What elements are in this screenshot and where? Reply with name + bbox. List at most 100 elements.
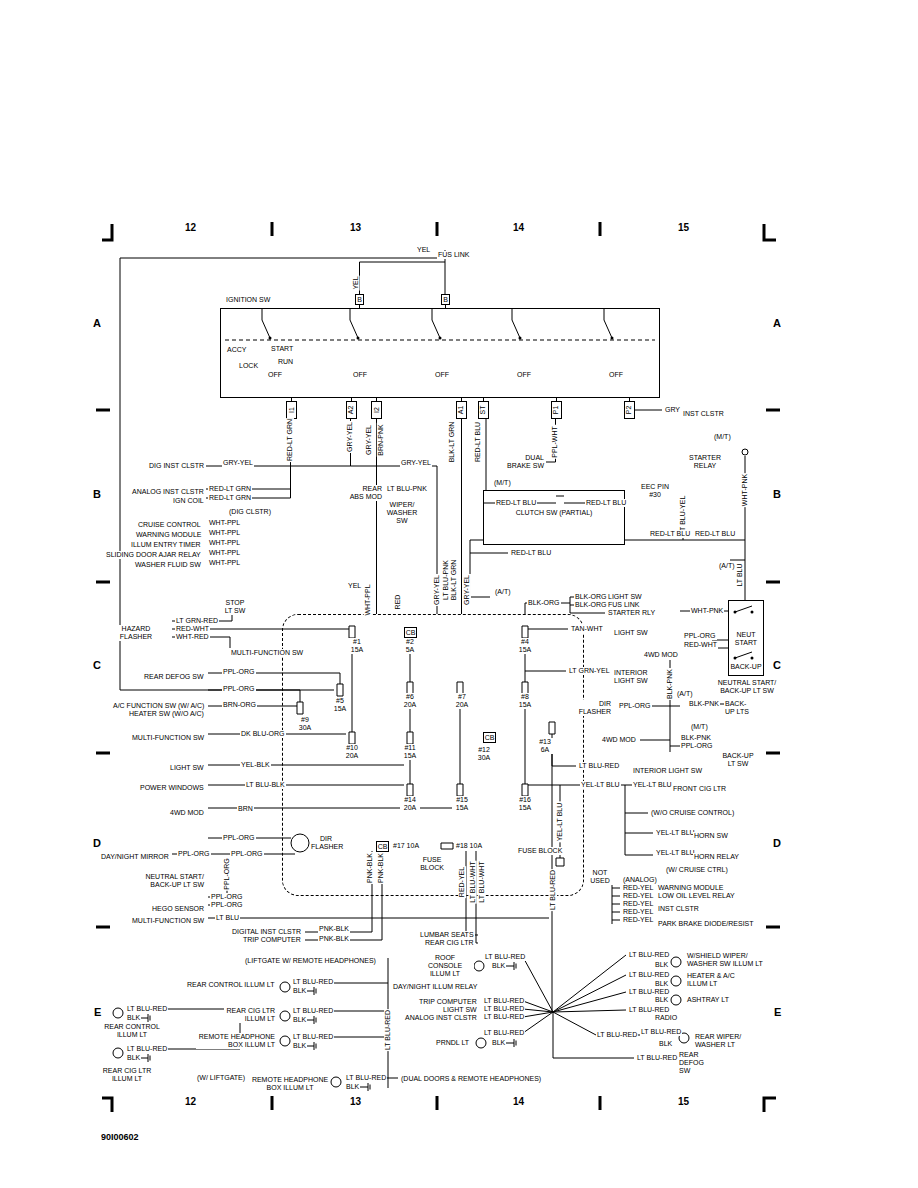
wire-label: RED-YEL xyxy=(622,892,654,900)
wire-label: RED-LT BLU xyxy=(510,549,552,557)
wire-label: ROOF CONSOLE ILLUM LT xyxy=(416,954,474,978)
wire-label: NOT USED xyxy=(587,869,613,885)
fuse-block-region: FUSE BLOCKCBCBCB xyxy=(282,614,584,896)
wire-label: (M/T) xyxy=(713,433,732,441)
wire-label: ANALOG INST CLSTR xyxy=(131,488,205,496)
terminal-box: P2 xyxy=(624,401,635,419)
wire-label: REAR ABS MOD xyxy=(347,485,383,501)
wire-label: PNK-BLK xyxy=(318,935,350,943)
wire-label: LT BLU-RED xyxy=(345,1074,387,1082)
wire-label: BLK xyxy=(654,996,669,1004)
wire-label: #4 15A xyxy=(517,638,533,654)
wire-label: RED-LT BLU xyxy=(474,421,482,463)
wire-label: PPL-ORG xyxy=(223,857,231,891)
wire-label: WHT-PPL xyxy=(208,529,241,537)
wire-label: 4WD MOD xyxy=(169,809,205,817)
grid-reference: 13 xyxy=(349,1096,362,1108)
grid-reference: D xyxy=(772,837,782,850)
wire-label: #6 20A xyxy=(402,693,418,709)
wire-label: WHT-PPL xyxy=(208,539,241,547)
wire-label: LT BLU-RED xyxy=(483,1005,525,1013)
grid-reference: B xyxy=(772,488,782,501)
terminal-box: CB xyxy=(483,732,496,743)
wire-label: #11 15A xyxy=(400,744,420,760)
wire-label: PPL-ORG xyxy=(618,702,652,710)
wire-label: TAN-WHT xyxy=(570,625,604,633)
wire-label: RED-LT BLU xyxy=(495,499,537,507)
wire-label: PNK-BLK xyxy=(377,852,385,884)
wire-label: POWER WINDOWS xyxy=(139,784,205,792)
wire-label: YEL-LT BLU xyxy=(655,829,696,837)
wire-label: BLK xyxy=(126,1014,141,1022)
wire-label: LOCK xyxy=(238,362,259,370)
wire-label: RED-WHT xyxy=(175,625,210,633)
wire-label: RED-YEL xyxy=(622,916,654,924)
wire-label: YEL-LT BLU xyxy=(632,781,673,789)
wire-label: OFF xyxy=(352,371,368,379)
wire-label: PPL-ORG xyxy=(680,742,714,750)
lamp-symbol xyxy=(113,449,748,1087)
node-label: P1 xyxy=(553,406,561,415)
node-label: P2 xyxy=(626,406,634,415)
wire-label: LIGHT SW xyxy=(613,629,649,637)
wire-label: RED-LT BLU xyxy=(649,530,691,538)
wire-label: DIR FLASHER xyxy=(310,835,342,851)
crop-mark xyxy=(102,224,776,1112)
wire-label: WHT-PPL xyxy=(364,583,372,616)
wire-label: LT BLU-RED xyxy=(483,1029,525,1037)
wire-label: #12 30A xyxy=(474,746,494,762)
wire-label: ASHTRAY LT xyxy=(686,996,730,1004)
wire-label: NEUTRAL START/ BACK-UP LT SW xyxy=(129,873,205,889)
wire-label: SLIDING DOOR AJAR RELAY xyxy=(105,551,202,559)
wire-label: REAR CONTROL ILLUM LT xyxy=(186,981,276,989)
wire-label: RED-WHT xyxy=(683,641,718,649)
wire xyxy=(120,250,745,1088)
wire-label: RED-YEL xyxy=(622,884,654,892)
wire-label: LT BLU-RED xyxy=(628,988,670,996)
node-label: CB xyxy=(406,629,416,637)
node-label: CB xyxy=(378,843,388,851)
wire-label: #8 15A xyxy=(517,693,533,709)
grid-reference: C xyxy=(772,659,782,672)
wire-label: HAZARD FLASHER xyxy=(118,625,154,641)
wire-label: #2 5A xyxy=(402,638,418,654)
terminal-box: A2 xyxy=(346,401,357,419)
wire-label: LT BLU-RED xyxy=(126,1045,168,1053)
wire-label: #14 20A xyxy=(400,796,420,812)
wire-label: BLK-ORG xyxy=(527,599,561,607)
wire-label: (W/ CRUISE CTRL) xyxy=(665,866,729,874)
wire-label: WIPER/ WASHER SW xyxy=(382,501,422,525)
wire-label: RADIO xyxy=(654,1014,678,1022)
wire-label: RED-YEL xyxy=(622,908,654,916)
wire-label: WHT-PPL xyxy=(208,519,241,527)
wire-label: 4WD MOD xyxy=(601,736,637,744)
wire-label: LT BLU-RED xyxy=(628,971,670,979)
wire-label: HORN SW xyxy=(693,832,729,840)
wire-label: GRY-YEL xyxy=(365,424,373,456)
wire-label: ILLUM ENTRY TIMER xyxy=(130,541,202,549)
grid-reference: 13 xyxy=(349,222,362,234)
wire-label: LT BLU-RED xyxy=(384,1009,392,1051)
grid-reference: D xyxy=(92,837,102,850)
grid-reference: E xyxy=(93,1006,102,1019)
wire-label: YEL xyxy=(347,582,362,590)
wire-label: RUN xyxy=(277,358,294,366)
wire-label: (M/T) xyxy=(493,479,512,487)
wire-label: RED-LT GRN xyxy=(208,494,252,502)
wire-label: LT BLU-PNK xyxy=(442,559,450,601)
wire-label: WHT-PPL xyxy=(208,549,241,557)
wire-label: LIGHT SW xyxy=(607,593,643,601)
node-label: ST xyxy=(479,406,487,415)
wire-label: INTERIOR LIGHT SW xyxy=(613,669,655,685)
wire-label: INST CLSTR xyxy=(682,410,725,418)
wire-label: RED-LT BLU xyxy=(694,530,736,538)
terminal-box: B xyxy=(355,294,364,305)
wire-label: GRY-YEL xyxy=(222,459,254,467)
wire-label: (M/T) xyxy=(690,723,709,731)
wire-label: GRY-YEL xyxy=(463,574,471,606)
wire-label: IGN COIL xyxy=(172,497,205,505)
wire-label: BLK-ORG xyxy=(574,601,608,609)
wire-label: LT BLU-RED xyxy=(596,1031,638,1039)
component-box: NEUT STARTBACK-UPNEUTRAL START/ BACK-UP … xyxy=(728,600,764,676)
